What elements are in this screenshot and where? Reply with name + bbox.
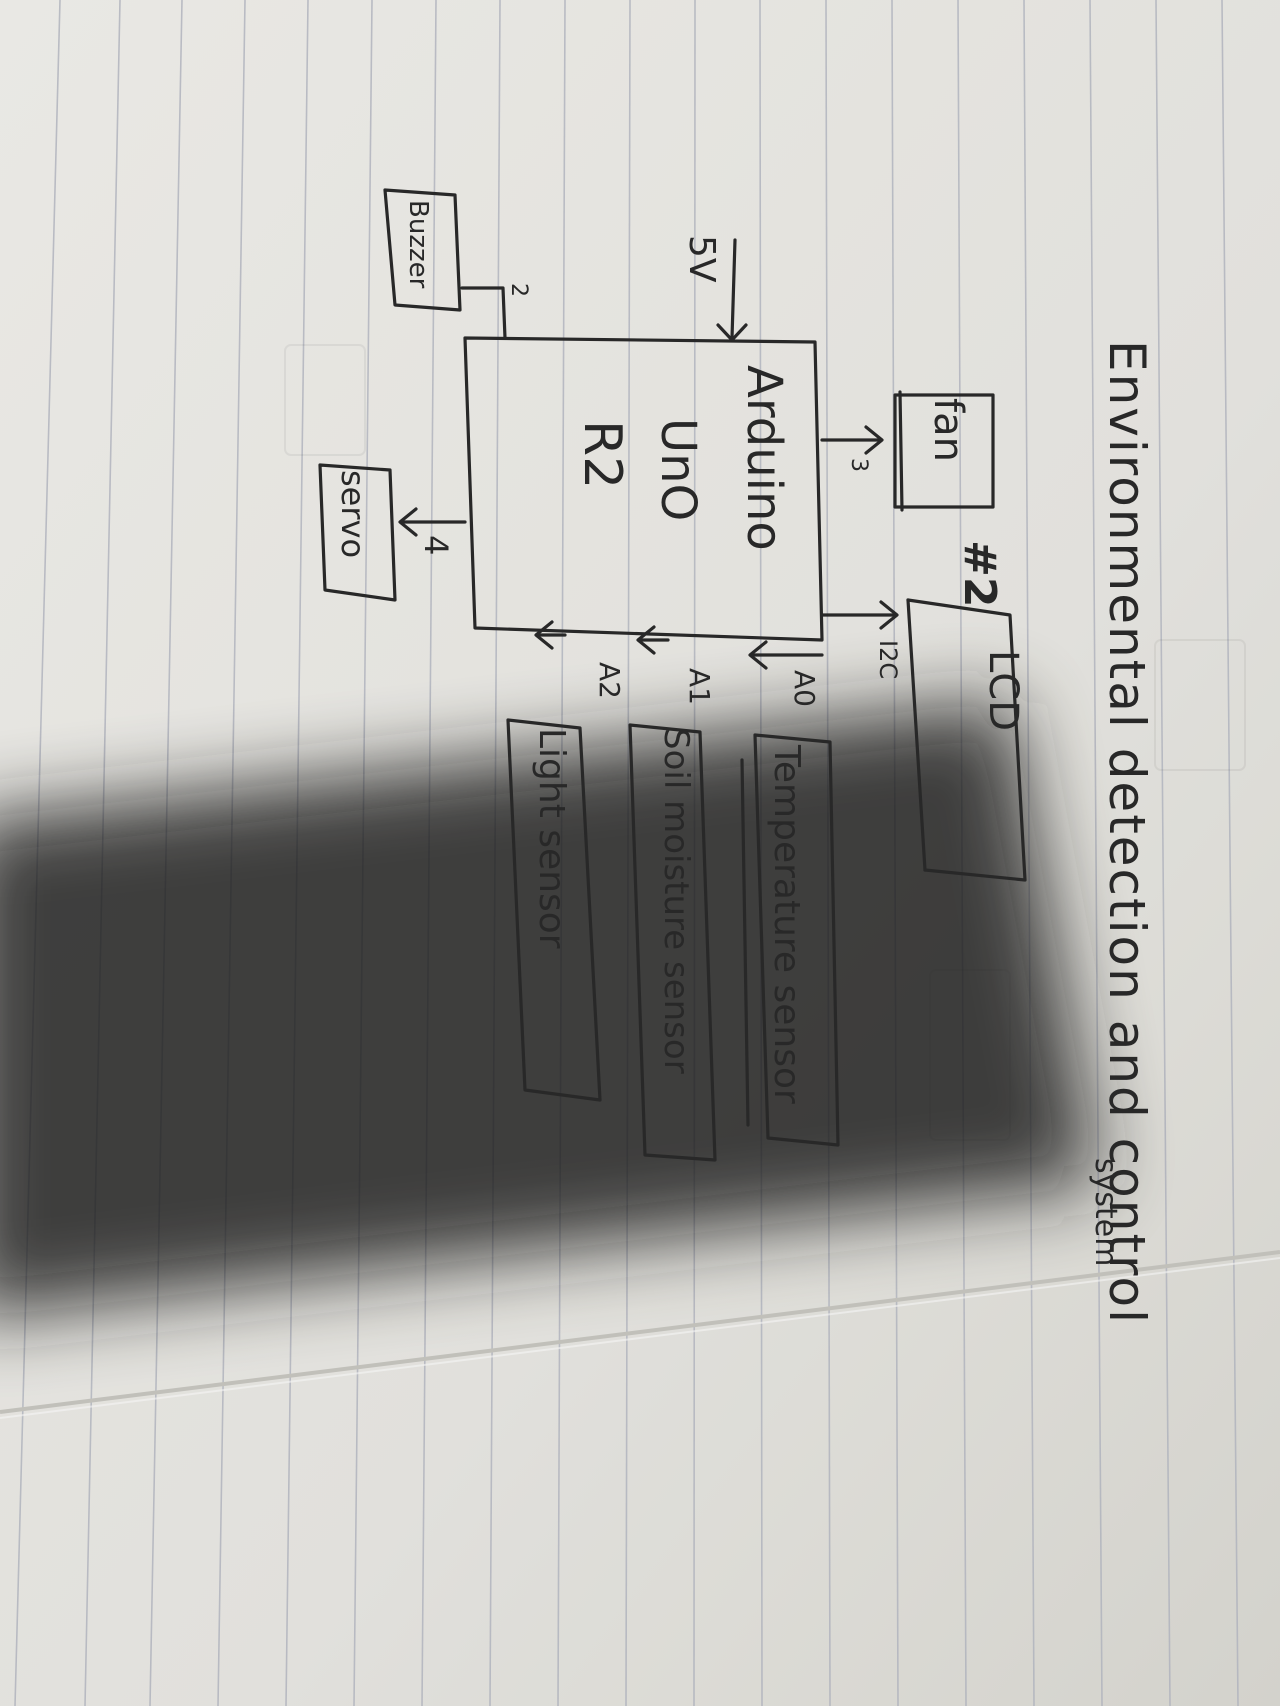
svg-text:#2: #2 <box>954 540 1005 607</box>
light-sensor-component: Light sensor A2 <box>506 620 626 1102</box>
fan-component: fan 3 <box>820 390 995 512</box>
light-sensor-label: Light sensor <box>531 728 572 949</box>
buzzer-label: Buzzer <box>403 200 433 289</box>
servo-component: servo 4 <box>318 463 467 602</box>
servo-pin-label: 4 <box>417 535 455 555</box>
light-sensor-pin: A2 <box>593 662 626 699</box>
title-line-1: Environmental detection and control <box>1098 340 1156 1325</box>
phone-shadow <box>0 700 1100 1316</box>
power-input: 5V <box>681 235 748 342</box>
arduino-label-line1: Arduino <box>736 365 792 551</box>
lcd-pin-label: I2C <box>874 640 902 679</box>
temperature-sensor-pin: A0 <box>788 670 821 707</box>
buzzer-pin-label: 2 <box>506 283 531 297</box>
title-line-2: system <box>1088 1158 1123 1266</box>
arduino-box: Arduino UnO R2 <box>463 336 824 642</box>
soil-moisture-sensor-component: Soil moisture sensor A1 <box>628 625 717 1162</box>
page-number-mark: #2 <box>954 540 1005 607</box>
diagram-title: Environmental detection and control syst… <box>1088 340 1156 1325</box>
arduino-label-line2: UnO <box>650 418 706 521</box>
soil-moisture-sensor-label: Soil moisture sensor <box>656 728 696 1074</box>
page-fold <box>0 1250 1280 1414</box>
servo-label: servo <box>334 470 372 558</box>
lcd-component: LCD I2C <box>820 598 1027 882</box>
fan-pin-label: 3 <box>846 458 871 472</box>
temperature-sensor-label: Temperature sensor <box>766 744 807 1104</box>
soil-moisture-sensor-pin: A1 <box>683 668 716 705</box>
arduino-label-line3: R2 <box>572 420 632 489</box>
power-label: 5V <box>681 235 722 283</box>
lcd-label: LCD <box>980 650 1026 731</box>
buzzer-component: Buzzer 2 <box>383 188 531 340</box>
fan-label: fan <box>925 398 971 462</box>
temperature-sensor-component: Temperature sensor A0 <box>740 640 840 1147</box>
